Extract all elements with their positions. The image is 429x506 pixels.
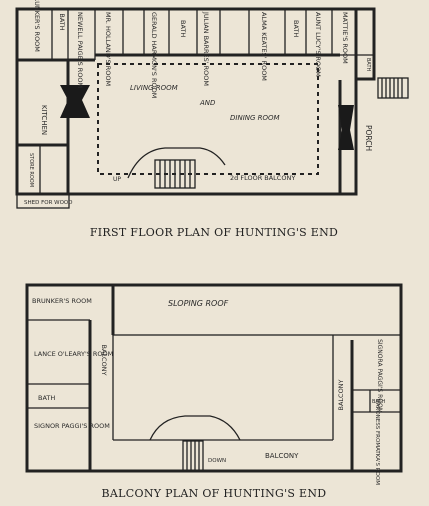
label-balcony-left: BALCONY [100,344,108,375]
room-label-bath-right: BATH [372,399,386,405]
room-label-brunker: BRUNKER'S ROOM [33,0,41,52]
room-label-bath: BATH [58,13,66,30]
room-label-brunkers-room: BRUNKER'S ROOM [32,297,92,305]
room-label-mattie: MATTIE'S ROOM [341,12,349,64]
room-label-bath-mid: BATH [179,20,187,37]
label-sloping-roof: SLOPING ROOF [168,299,229,308]
kitchen-fireplace [60,85,90,118]
room-label-mr-holland: MR. HOLLAND'S ROOM [104,12,112,86]
right-room-partitions [352,389,401,413]
room-label-lance: LANCE O'LEARY'S ROOM [34,350,113,358]
room-label-dining: DINING ROOM [230,114,280,122]
main-stair [127,147,226,189]
left-room-partitions [27,319,90,409]
room-label-porch: PORCH [364,125,373,151]
bath-corner-block [354,7,376,81]
room-label-baroness: BARONESS FROMATKA'S ROOM [374,399,380,485]
first-floor-outline [15,7,358,196]
label-shed-for-wood: SHED FOR WOOD [24,200,72,206]
label-up: UP [113,176,121,183]
room-label-signor: SIGNOR PAGGI'S ROOM [34,422,110,430]
room-label-aunt-lucy: AUNT LUCY'S ROOM [314,12,322,77]
label-balcony-bottom: BALCONY [265,452,299,460]
label-balcony-right: BALCONY [337,379,345,410]
bedroom-partitions [51,9,333,60]
porch-steps [377,77,409,99]
room-label-signora: SIGNORA PAGGI'S ROOM [376,339,383,413]
balcony-plan: SLOPING ROOF BRUNKER'S ROOM BALCONY LANC… [25,283,403,500]
room-label-newell-paige: NEWELL PAIGE'S ROOM [76,12,84,88]
room-label-alma-keats: ALMA KEATES' ROOM [260,12,268,81]
first-floor-plan: BRUNKER'S ROOM BATH NEWELL PAIGE'S ROOM … [15,0,409,239]
room-label-bath-left: BATH [38,394,55,402]
room-label-gerald: GERALD HARMON'S ROOM [150,12,158,98]
room-label-living: LIVING ROOM [130,84,178,92]
room-label-julian: JULIAN BARRES' ROOM [202,11,210,86]
room-label-kitchen: KITCHEN [40,105,48,135]
room-label-bath-corner: BATH [365,58,371,72]
wood-shed [16,193,70,209]
balcony-plan-caption: BALCONY PLAN OF HUNTING'S END [102,487,327,500]
room-label-bath-right: BATH [292,20,300,37]
label-down: DOWN [208,458,226,464]
room-label-and: AND [199,99,216,107]
first-floor-caption: FIRST FLOOR PLAN OF HUNTING'S END [90,226,338,239]
living-area-outline [97,63,319,175]
room-label-store-room: STORE ROOM [28,153,34,187]
porch-fireplace [338,105,354,150]
label-2d-floor-balcony: 2d FLOOR BALCONY [230,174,295,182]
balcony-plan-outline [25,283,403,473]
sloping-roof-area [112,284,402,336]
balcony-stair [149,415,241,472]
